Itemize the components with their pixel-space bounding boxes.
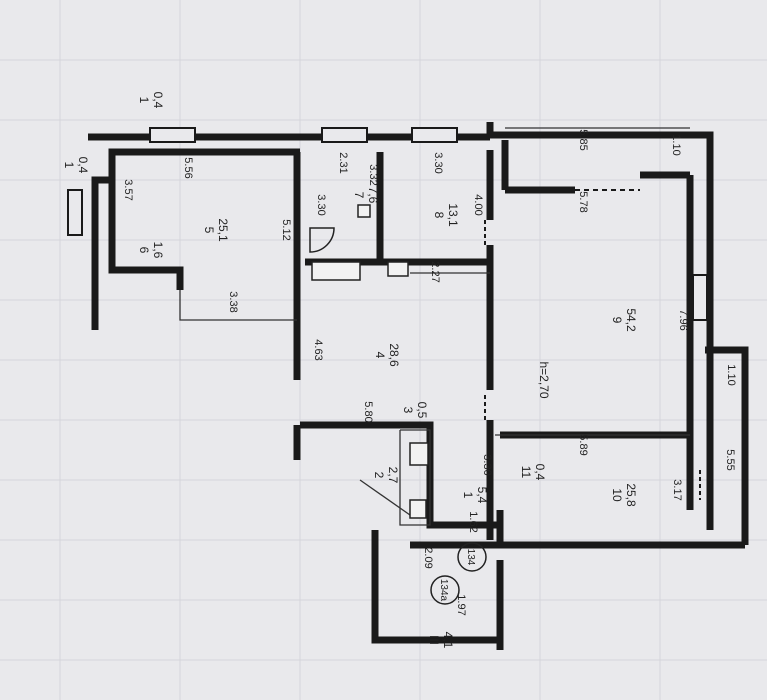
stair-label-134: 134 <box>465 549 476 566</box>
dim-label: 3.30 <box>481 454 493 475</box>
dim-label: 5.80 <box>362 401 374 422</box>
dim-label: 1.97 <box>455 594 467 615</box>
dim-label: 5.78 <box>577 191 589 212</box>
dim-label: 5.56 <box>182 157 194 178</box>
room-11-number: 11 <box>519 466 533 479</box>
fixtures <box>309 204 487 605</box>
stove-icon <box>387 261 409 277</box>
sink-icon <box>357 204 371 218</box>
room-6-area: 1,6 <box>151 242 165 259</box>
stair-marker-134a <box>430 575 460 605</box>
room-11-area: 0,4 <box>533 464 547 481</box>
dim-label: 1.62 <box>467 511 479 532</box>
room-4-number: 4 <box>373 352 387 359</box>
washbasin-icon <box>409 442 429 466</box>
room-1b-number: 1 <box>62 162 76 169</box>
room-1c-number: 1 <box>461 492 475 499</box>
dim-label: 5.89 <box>577 434 589 455</box>
room-5-number: 5 <box>202 227 216 234</box>
ceiling-height-label: h=2,70 <box>537 361 551 398</box>
room-8-area: 13,1 <box>446 203 460 227</box>
room-III-number: III <box>427 635 441 645</box>
dim-label: 5.12 <box>280 219 292 240</box>
dim-label: 3.57 <box>122 179 134 200</box>
misc-labels: h=2,70 134 134a <box>438 361 551 601</box>
room-III-area: 4,1 <box>441 632 455 649</box>
dim-label: 5.55 <box>724 449 736 470</box>
dim-label: 7.96 <box>677 309 689 330</box>
thin-lines <box>179 127 690 526</box>
door-swing-icon <box>309 227 335 253</box>
room-4-area: 28,6 <box>387 343 401 367</box>
dim-label: 3.30 <box>432 152 444 173</box>
room-5-area: 25,1 <box>216 218 230 242</box>
room-2-number: 2 <box>372 472 386 479</box>
dim-label: 4.00 <box>472 194 484 215</box>
room-7-area: 7,6 <box>366 187 380 204</box>
room-1a-area: 0,4 <box>151 92 165 109</box>
room-3-area: 0,5 <box>415 402 429 419</box>
room-1a-number: 1 <box>137 97 151 104</box>
room-1c-area: 5,4 <box>475 487 489 504</box>
room-6-number: 6 <box>137 247 151 254</box>
walls <box>88 122 749 650</box>
dimension-labels: 5.56 3.57 5.12 3.38 2.31 3.30 3.32 3.30 … <box>122 129 737 615</box>
room-9-area: 54,2 <box>624 308 638 332</box>
room-7-number: 7 <box>352 192 366 199</box>
room-8-number: 8 <box>432 212 446 219</box>
room-2-area: 2,7 <box>386 467 400 484</box>
stair-label-134a: 134a <box>438 579 449 602</box>
room-10-area: 25,8 <box>624 483 638 507</box>
dim-label: 2.31 <box>337 152 349 173</box>
dim-label: 4.63 <box>312 339 324 360</box>
dim-label: 3.17 <box>671 479 683 500</box>
dim-label: 1.10 <box>670 134 682 155</box>
dim-label: 2.09 <box>422 547 434 568</box>
dim-label: 2.27 <box>429 261 441 282</box>
dim-label: 3.32 <box>367 164 379 185</box>
room-9-number: 9 <box>610 317 624 324</box>
bathtub-icon <box>311 261 361 281</box>
dim-label: 1.10 <box>725 364 737 385</box>
dim-label: 3.38 <box>227 291 239 312</box>
room-10-number: 10 <box>610 488 624 502</box>
dim-label: 3.30 <box>315 194 327 215</box>
room-3-number: 3 <box>401 407 415 414</box>
stair-marker-134 <box>457 542 487 572</box>
dim-label: 5.85 <box>577 129 589 150</box>
room-1b-area: 0,4 <box>76 157 90 174</box>
openings <box>67 127 708 500</box>
toilet-icon <box>409 499 427 519</box>
